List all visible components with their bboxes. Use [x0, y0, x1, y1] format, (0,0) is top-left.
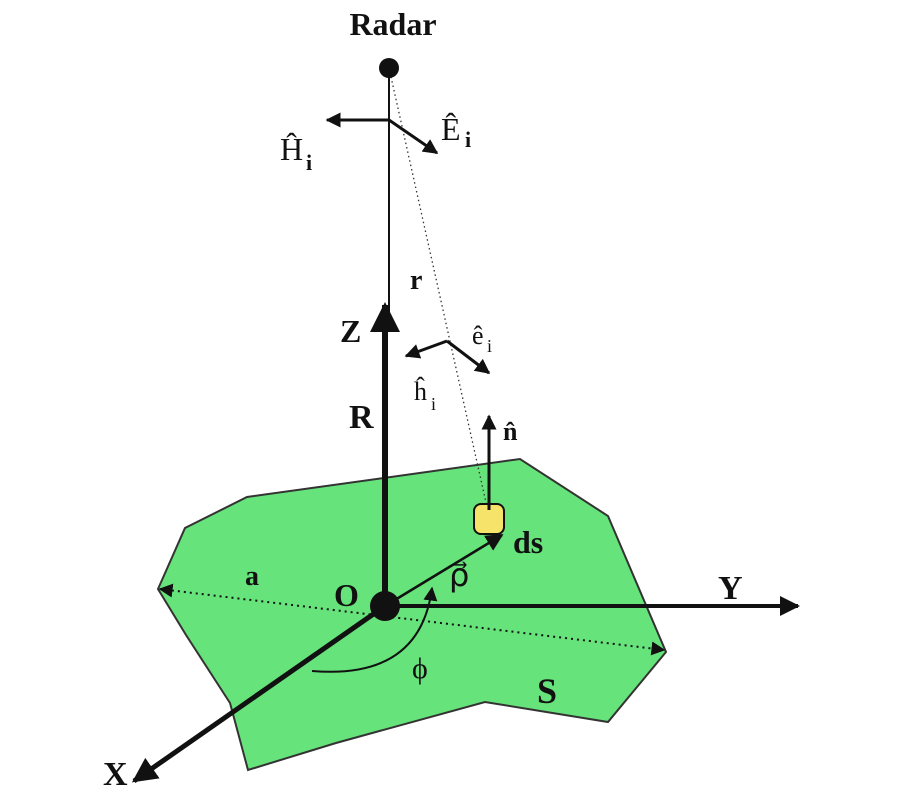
label-s: S [537, 671, 557, 711]
label-r: r [410, 265, 422, 296]
label-y: Y [718, 570, 743, 607]
range-line-r [388, 67, 490, 517]
label-big-r: R [349, 399, 374, 436]
label-phi: ϕ [412, 652, 428, 685]
origin-point [370, 591, 400, 621]
surface-s [156, 457, 668, 772]
label-e-incident-sub: i [465, 127, 471, 152]
label-e-local: ê [472, 321, 484, 350]
label-e-incident: Ê [441, 111, 461, 147]
radar-point [379, 58, 399, 78]
label-h-incident: Ĥ [280, 131, 303, 167]
label-n: n̂ [503, 417, 518, 446]
label-ds: ds [513, 524, 543, 560]
rho-vector [384, 533, 504, 608]
label-x: X [103, 756, 128, 793]
e-local-vector [446, 339, 491, 375]
label-h-local: ĥ [414, 377, 427, 406]
e-incident-vector [388, 118, 439, 155]
diameter-line-a [158, 583, 666, 656]
label-h-incident-sub: i [306, 150, 312, 175]
x-axis [131, 603, 387, 784]
phi-arc [311, 586, 438, 673]
label-a: a [245, 561, 259, 592]
label-origin: O [334, 577, 359, 613]
h-local-vector [404, 339, 448, 359]
label-h-local-sub: i [431, 394, 436, 414]
label-radar: Radar [349, 6, 436, 42]
label-z: Z [340, 313, 361, 349]
label-e-local-sub: i [487, 336, 492, 356]
label-rho: ρ⃗ [449, 557, 469, 593]
